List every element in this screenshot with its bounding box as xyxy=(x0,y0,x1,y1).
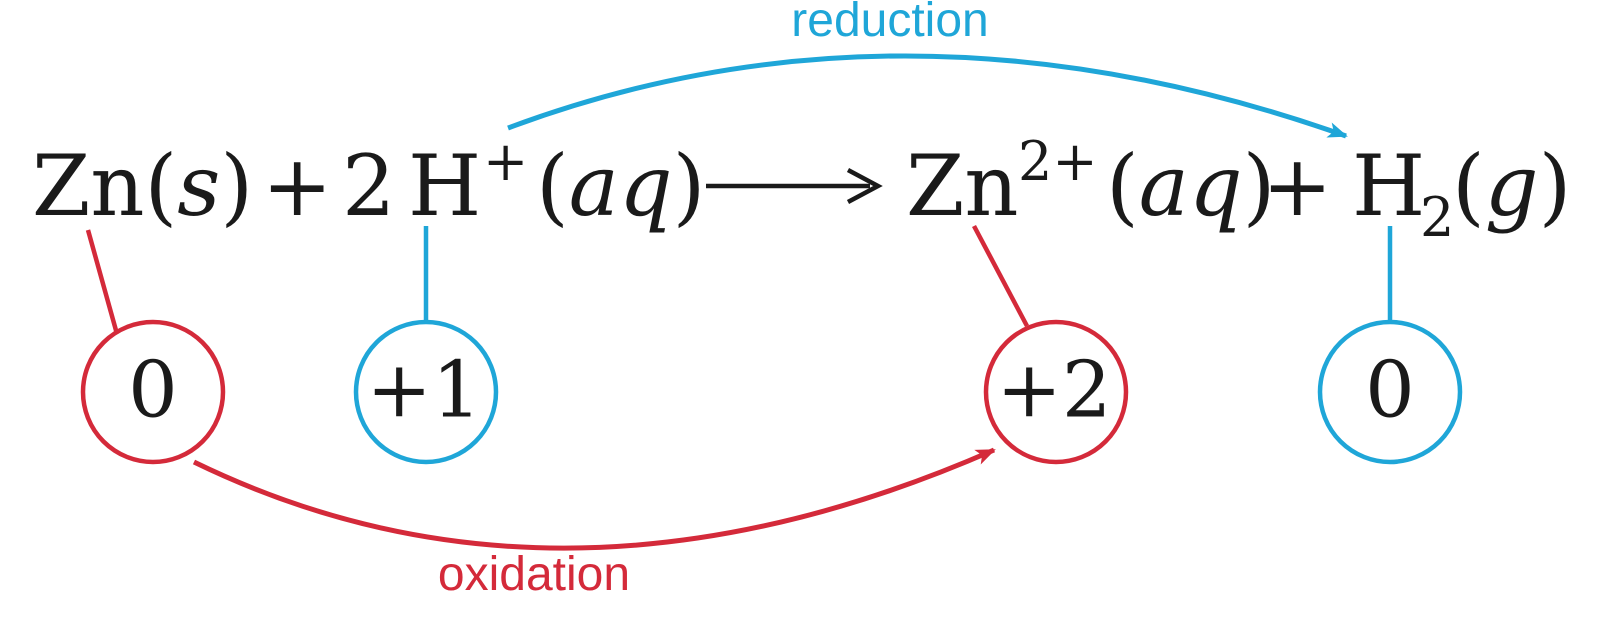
zn2-charge: 2+ xyxy=(1018,130,1098,193)
chemical-equation: Zn(s) + 2 H + (aq) Zn 2+ (aq) + H 2 (g) xyxy=(32,130,1571,249)
svg-text:(g): (g) xyxy=(1452,137,1571,235)
zn-state-open: ( xyxy=(144,137,177,235)
zn2-symbol: Zn xyxy=(906,137,1018,235)
svg-text:Zn(s): Zn(s) xyxy=(32,137,253,235)
zn-ion-connector-line xyxy=(972,224,1029,328)
h-state-open: ( xyxy=(536,137,569,235)
h-state-close: ) xyxy=(673,137,706,235)
h2-state: g xyxy=(1485,137,1539,235)
oxidation-state-h2: 0 xyxy=(1317,319,1463,465)
zn-connector-line xyxy=(85,229,120,335)
h-symbol: H xyxy=(408,137,481,235)
oxidation-state-zn-ion: +2 xyxy=(983,319,1129,465)
reduction-arrow xyxy=(507,53,1348,139)
h2-state-close: ) xyxy=(1539,137,1572,235)
svg-text:+2: +2 xyxy=(997,346,1112,436)
coefficient-2: 2 xyxy=(342,137,395,235)
zn2-state: aq xyxy=(1139,137,1243,235)
oxidation-label: oxidation xyxy=(438,548,630,601)
zn2-state-open: ( xyxy=(1106,137,1139,235)
zn-symbol: Zn xyxy=(32,137,144,235)
oxidation-state-zn: 0 xyxy=(80,319,226,465)
h2-symbol: H xyxy=(1352,137,1425,235)
h-charge: + xyxy=(483,130,528,193)
svg-text:0: 0 xyxy=(1365,346,1415,436)
svg-text:0: 0 xyxy=(128,346,178,436)
svg-text:+1: +1 xyxy=(367,346,482,436)
h2-subscript: 2 xyxy=(1420,186,1454,249)
reaction-arrow xyxy=(706,168,883,204)
h-state: aq xyxy=(569,137,673,235)
h2-state-open: ( xyxy=(1452,137,1485,235)
zn2-state-close: ) xyxy=(1243,137,1276,235)
oxidation-arrow xyxy=(192,447,996,551)
reduction-label: reduction xyxy=(791,0,988,47)
zn-state: s xyxy=(177,137,220,235)
svg-text:(aq): (aq) xyxy=(536,137,705,235)
svg-text:(aq): (aq) xyxy=(1106,137,1275,235)
plus-sign-left: + xyxy=(262,137,332,235)
zn-state-close: ) xyxy=(220,137,253,235)
oxidation-state-h-ion: +1 xyxy=(353,319,499,465)
plus-sign-right: + xyxy=(1262,137,1332,235)
